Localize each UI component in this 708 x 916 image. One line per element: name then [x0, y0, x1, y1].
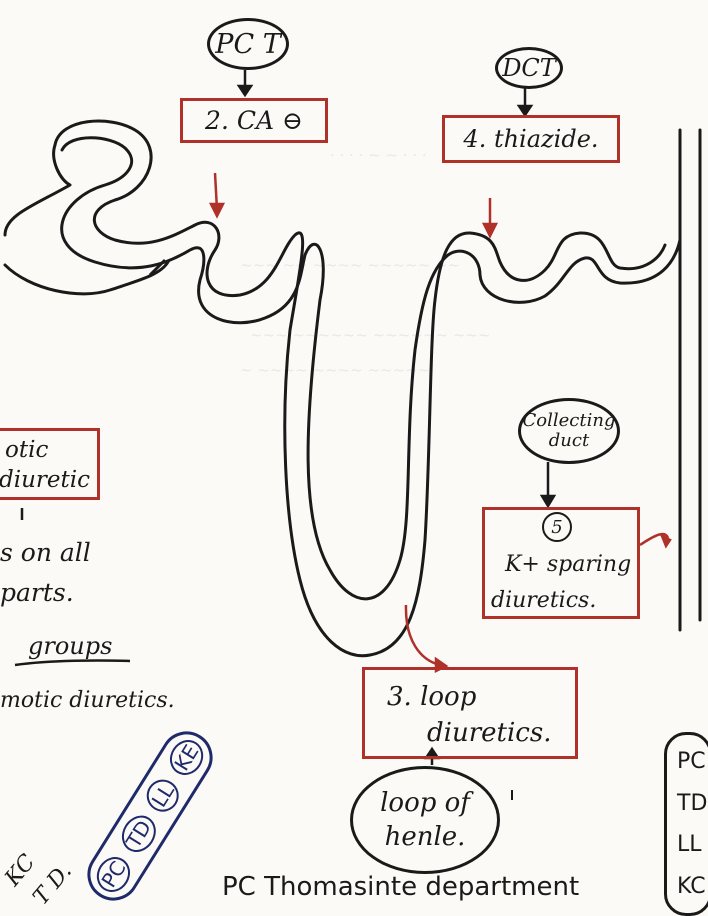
- collecting-duct-label: Collecting duct: [518, 398, 620, 464]
- osmotic-diuretic-box: otic diuretic: [0, 428, 100, 500]
- mnemonic-ke: KE: [163, 734, 209, 781]
- pct-label: PC T: [207, 18, 289, 70]
- ca-inhibitor-box: 2. CA ⊖: [180, 98, 328, 143]
- dct-text: DCT: [502, 54, 556, 82]
- right-ll: LL: [677, 832, 708, 857]
- loop-of-henle-line2: henle.: [385, 820, 466, 854]
- groups-underline: [15, 660, 130, 665]
- osmotic-diuretics-text: motic diuretics.: [0, 688, 175, 713]
- footer-text: PC Thomasinte department: [222, 872, 579, 902]
- right-pc: PC: [677, 749, 708, 774]
- osmotic-line1: otic: [5, 437, 48, 463]
- right-td: TD.: [677, 791, 708, 816]
- k-sparing-line2: diuretics.: [491, 588, 596, 613]
- svg-text:~ ~~~~ ~~~~ ~~~~~: ~ ~~~~ ~~~~ ~~~~~: [240, 361, 430, 379]
- mnemonic-ll: LL: [141, 773, 185, 817]
- osmotic-line2: diuretic: [0, 467, 90, 493]
- loop-diuretics-box: 3. loop diuretics.: [362, 667, 578, 759]
- loop-of-henle-line1: loop of: [380, 786, 470, 820]
- pct-text: PC T: [215, 29, 280, 60]
- loop-of-henle-label: loop of henle.: [350, 766, 500, 874]
- k-sparing-line1: K+ sparing: [505, 552, 631, 577]
- loop-diuretics-line2: diuretics.: [427, 718, 551, 748]
- k-sparing-number: 5: [551, 517, 562, 538]
- ca-inhibitor-text: 2. CA ⊖: [205, 106, 303, 135]
- acts-on-all-line2: parts.: [0, 578, 74, 607]
- acts-on-all-line1: s on all: [0, 538, 91, 567]
- k-sparing-number-circle: 5: [542, 512, 572, 542]
- groups-heading: groups: [28, 632, 112, 660]
- mnemonic-td: TD: [115, 810, 162, 859]
- thiazide-text: 4. thiazide.: [463, 125, 598, 153]
- k-sparing-box: 5 K+ sparing diuretics.: [482, 507, 640, 619]
- loop-diuretics-line1: 3. loop: [387, 682, 476, 712]
- dct-label: DCT: [495, 47, 563, 89]
- svg-text:~~~ ~~~~~~ ~~~~~~ ~~~: ~~~ ~~~~~~ ~~~~~~ ~~~: [250, 326, 491, 344]
- collecting-duct-text: Collecting duct: [521, 411, 617, 451]
- mnemonic-pc: PC: [90, 851, 136, 899]
- svg-text:· · · · ~ ~ · · ·: · · · · ~ ~ · · ·: [330, 146, 427, 164]
- right-mnemonic-column: PC TD. LL KC: [664, 732, 708, 916]
- right-kc: KC: [677, 874, 708, 899]
- thiazide-box: 4. thiazide.: [442, 115, 620, 163]
